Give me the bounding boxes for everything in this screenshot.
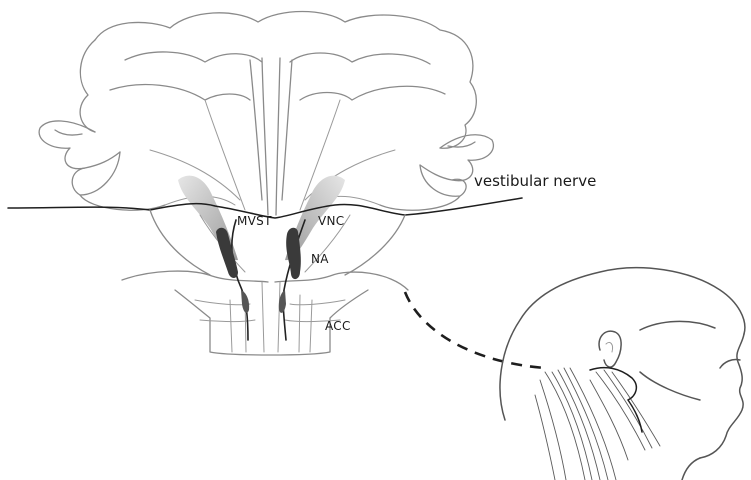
- medulla-outline: [122, 210, 408, 355]
- label-vnc: VNC: [318, 214, 344, 228]
- head-and-neck: [500, 268, 745, 480]
- ear: [599, 331, 621, 367]
- label-mvst: MVST: [237, 214, 272, 228]
- label-vestibular-nerve: vestibular nerve: [474, 172, 596, 190]
- hairline: [640, 321, 715, 330]
- face-jaw: [682, 458, 700, 480]
- accessory-nerve-dashed-line: [405, 292, 545, 368]
- label-na: NA: [311, 252, 329, 266]
- jawline: [640, 372, 700, 400]
- label-acc: ACC: [325, 319, 351, 333]
